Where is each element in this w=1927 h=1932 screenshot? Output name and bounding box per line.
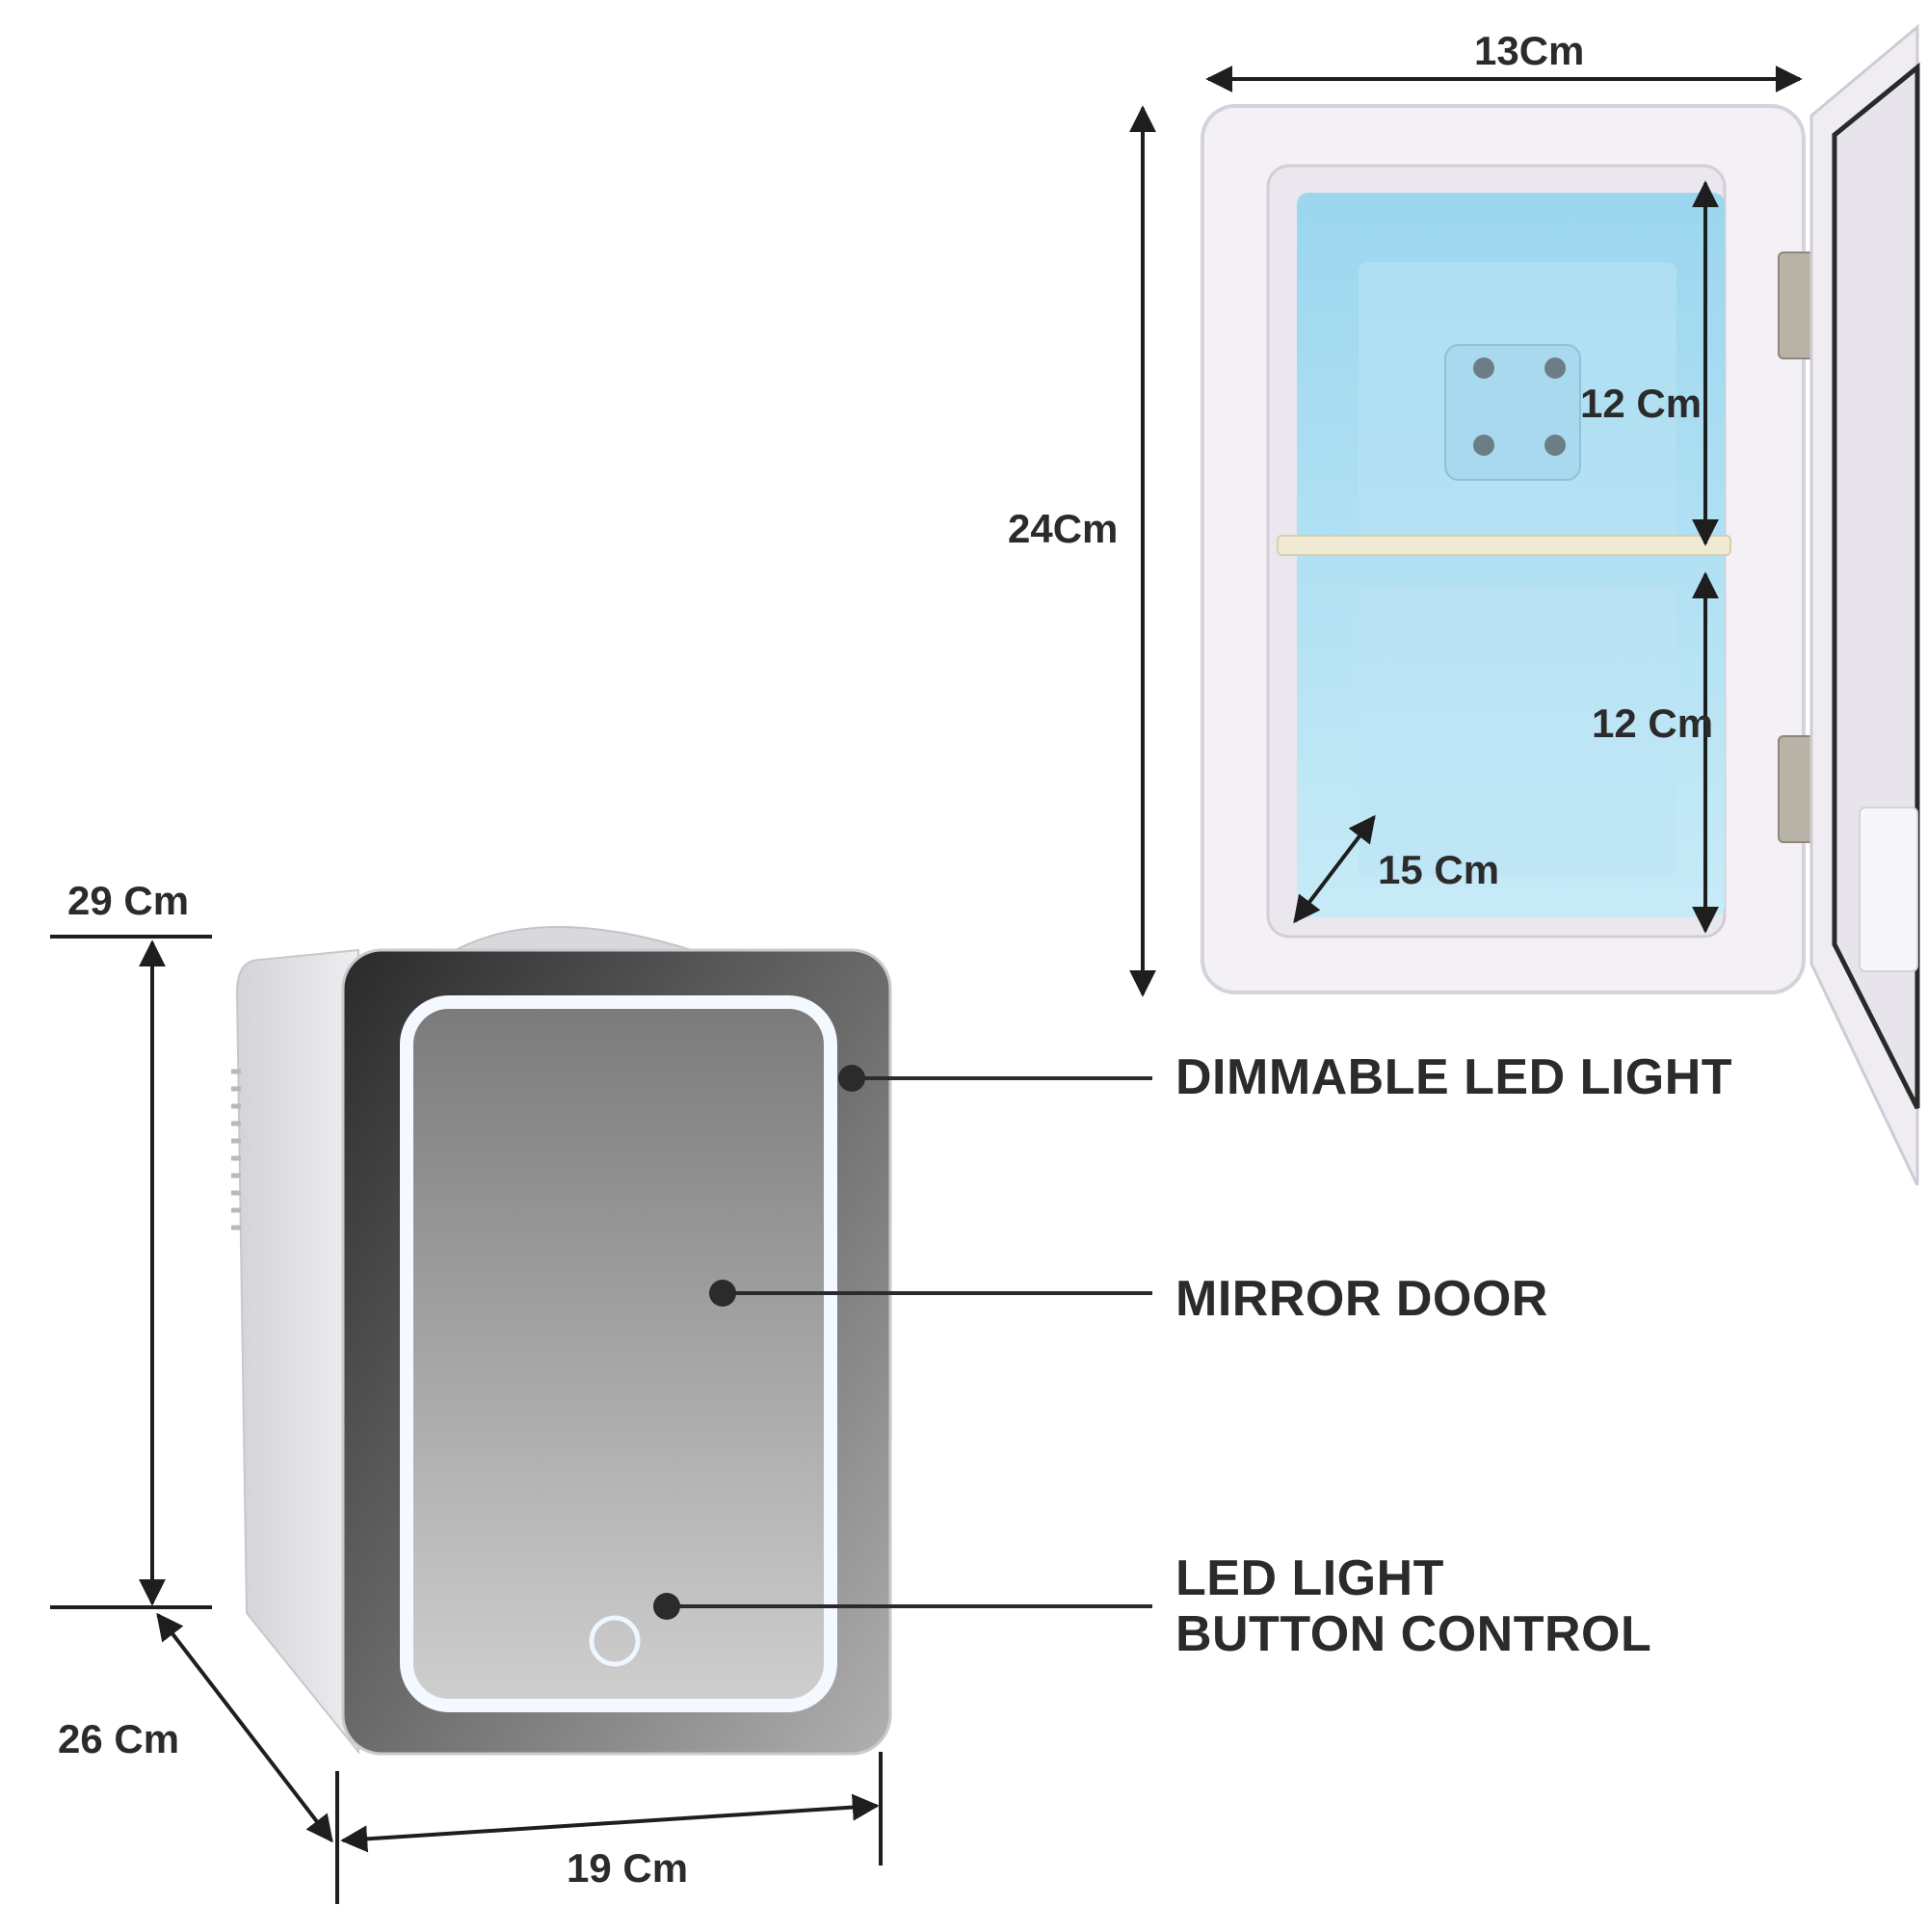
arrow-outer-depth [156,1612,333,1843]
open-fridge [1201,23,1920,1186]
label-inner-depth: 15 Cm [1378,847,1500,892]
dot-button [653,1593,680,1620]
fridge-shelf [1277,535,1731,556]
arrow-inner-depth [1293,814,1376,924]
label-outer-depth: 26 Cm [58,1716,180,1761]
label-inner-height: 24Cm [1008,506,1119,551]
callouts [653,1065,1152,1620]
label-upper-shelf: 12 Cm [1580,381,1703,426]
label-outer-width: 19 Cm [567,1845,689,1891]
dimension-lines [50,66,1803,1904]
touch-button-icon [589,1615,641,1667]
closed-fridge [231,926,892,1756]
dot-led [838,1065,865,1092]
led-ring [400,995,837,1712]
door-bin [1859,807,1918,972]
dot-mirror [709,1280,736,1307]
feature-button-line2: BUTTON CONTROL [1175,1606,1652,1662]
fridge-side [235,948,359,1755]
arrow-outer-width [340,1793,880,1853]
label-outer-height: 29 Cm [67,878,190,923]
feature-mirror-door: MIRROR DOOR [1175,1271,1548,1327]
mirror-door-panel [407,1002,831,1706]
label-lower-shelf: 12 Cm [1592,701,1714,746]
label-inner-width: 13Cm [1474,28,1585,73]
feature-button-line1: LED LIGHT [1175,1550,1444,1606]
feature-dimmable-led: DIMMABLE LED LIGHT [1175,1049,1733,1105]
cooling-plate [1444,344,1581,481]
side-vents [231,1069,241,1231]
